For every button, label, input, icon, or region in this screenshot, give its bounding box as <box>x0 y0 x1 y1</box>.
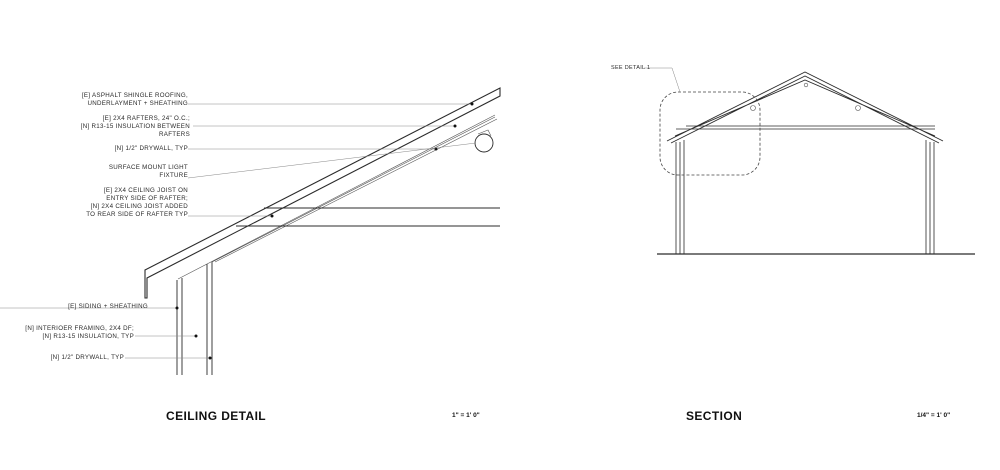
section-callout-label: SEE DETAIL 1 <box>611 65 651 71</box>
note-siding: [E] SIDING + SHEATHING <box>68 303 148 310</box>
roof-slab <box>144 87 501 299</box>
note-ceiling-joist: [E] 2X4 CEILING JOIST ON ENTRY SIDE OF R… <box>86 187 188 218</box>
detail-callout-box <box>659 91 761 176</box>
section-roof <box>666 71 944 144</box>
rafter <box>177 114 496 280</box>
note-drywall-ceiling: [N] 1/2" DRYWALL, TYP <box>114 145 188 152</box>
callout-leader <box>644 67 681 93</box>
ceiling-drywall <box>214 118 498 263</box>
ceiling-detail-scale: 1" = 1' 0" <box>452 412 480 419</box>
section-left-wall <box>675 140 685 254</box>
interior-wall <box>206 262 213 375</box>
light-fixture-icon <box>474 133 494 153</box>
section-ceiling-joist <box>676 125 935 130</box>
leader-lines <box>0 102 477 360</box>
section-right-wall <box>925 140 935 254</box>
section-scale: 1/4" = 1' 0" <box>917 412 951 419</box>
ceiling-detail-drawing <box>0 87 501 375</box>
note-interior-framing: [N] INTERIOER FRAMING, 2X4 DF; [N] R13-1… <box>25 325 134 340</box>
note-rafters: [E] 2X4 RAFTERS, 24" O.C.; [N] R13-15 IN… <box>80 115 190 138</box>
ceiling-detail-title: CEILING DETAIL <box>166 409 267 423</box>
note-light-fixture: SURFACE MOUNT LIGHT FIXTURE <box>108 164 188 179</box>
note-roofing: [E] ASPHALT SHINGLE ROOFING, UNDERLAYMEN… <box>81 92 188 107</box>
note-drywall-wall: [N] 1/2" DRYWALL, TYP <box>50 354 124 361</box>
ceiling-joist <box>236 207 500 227</box>
section-drawing <box>644 67 975 255</box>
section-title: SECTION <box>686 409 743 423</box>
exterior-wall <box>176 278 183 375</box>
